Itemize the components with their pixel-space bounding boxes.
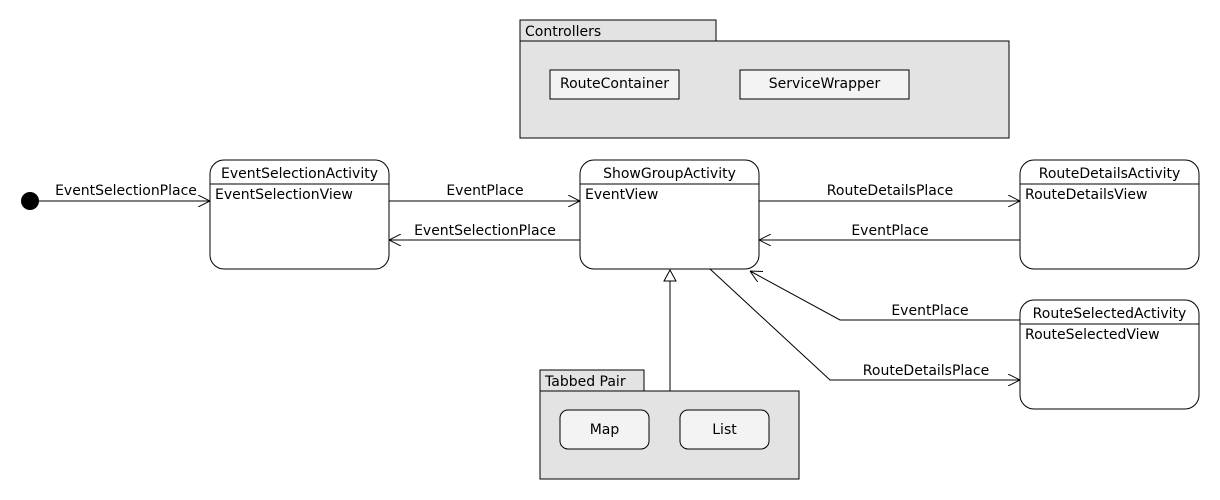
state-route-selected-box [1019,299,1200,410]
map-box [559,409,650,450]
route-container-box [549,69,680,100]
transition-event-selection-to-show-group-label: EventPlace [446,183,523,199]
tabbed-pair-package-label: Tabbed Pair [544,374,626,390]
state-show-group-body: EventView [585,187,658,203]
state-route-details-body: RouteDetailsView [1025,187,1147,203]
state-route-details: RouteDetailsActivity RouteDetailsView [1019,159,1200,270]
transition-route-details-to-show-group-label: EventPlace [851,223,928,239]
state-route-selected-title: RouteSelectedActivity [1033,306,1187,322]
transition-show-group-to-route-details-label: RouteDetailsPlace [827,183,953,199]
service-wrapper-box [739,69,910,100]
state-event-selection-title: EventSelectionActivity [221,166,378,182]
state-event-selection-box [209,159,390,270]
state-show-group-title: ShowGroupActivity [603,166,736,182]
state-route-details-box [1019,159,1200,270]
transition-route-selected-to-show-group-label: EventPlace [891,303,968,319]
state-route-details-title: RouteDetailsActivity [1039,166,1181,182]
initial-state-dot [21,192,39,210]
generalization-arrowhead [663,268,677,282]
controllers-package-label: Controllers [525,24,601,40]
transition-show-group-to-route-selected [709,268,1020,380]
route-container-label: RouteContainer [560,76,669,92]
transition-start-to-event-selection-label: EventSelectionPlace [55,183,197,199]
transition-route-selected-to-show-group [750,271,1020,321]
service-wrapper-label: ServiceWrapper [769,76,881,92]
state-route-selected: RouteSelectedActivity RouteSelectedView [1019,299,1200,410]
state-show-group-box [579,159,760,270]
map-label: Map [590,422,620,438]
state-event-selection-body: EventSelectionView [215,187,353,203]
state-show-group: ShowGroupActivity EventView [579,159,760,270]
state-event-selection: EventSelectionActivity EventSelectionVie… [209,159,390,270]
transition-show-group-to-route-selected-label: RouteDetailsPlace [863,363,989,379]
list-box [679,409,770,450]
list-label: List [712,422,737,438]
controllers-package: Controllers RouteContainer ServiceWrappe… [519,19,1010,139]
state-route-selected-body: RouteSelectedView [1025,327,1160,343]
transition-show-group-to-event-selection-label: EventSelectionPlace [414,223,556,239]
